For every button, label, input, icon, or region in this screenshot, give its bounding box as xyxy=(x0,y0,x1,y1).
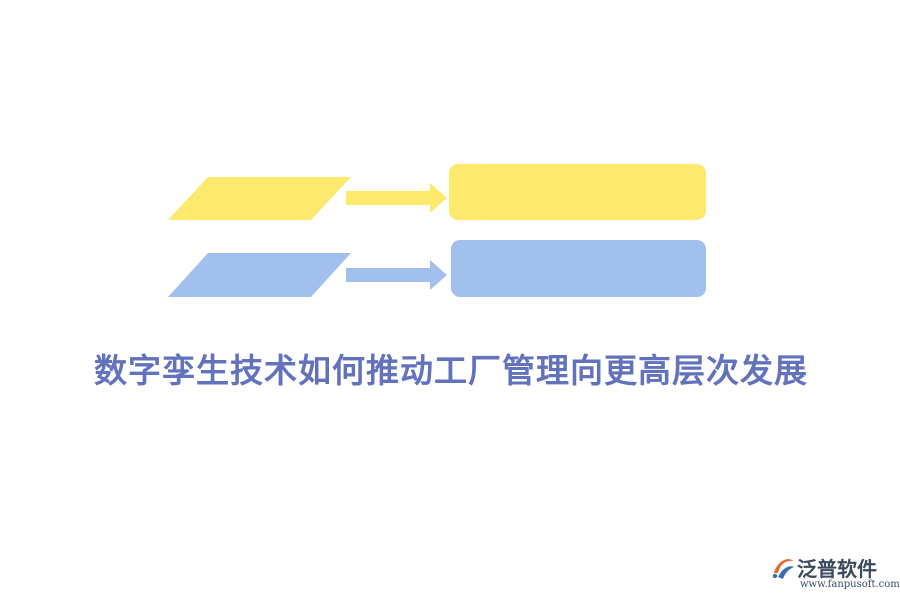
blue-parallelogram xyxy=(168,253,351,297)
logo-url: www.fanpusoft.com xyxy=(800,579,900,590)
fanpu-logo-icon xyxy=(772,559,794,579)
blue-arrow xyxy=(346,260,447,290)
fanpu-logo: 泛普软件 www.fanpusoft.com xyxy=(770,553,900,597)
yellow-rounded-box xyxy=(449,164,706,220)
yellow-parallelogram xyxy=(168,177,351,220)
blue-rounded-box xyxy=(451,240,706,297)
logo-name: 泛普软件 xyxy=(797,557,877,581)
page-title: 数字孪生技术如何推动工厂管理向更高层次发展 xyxy=(94,351,808,390)
yellow-arrow xyxy=(346,183,447,213)
diagram xyxy=(168,164,706,297)
